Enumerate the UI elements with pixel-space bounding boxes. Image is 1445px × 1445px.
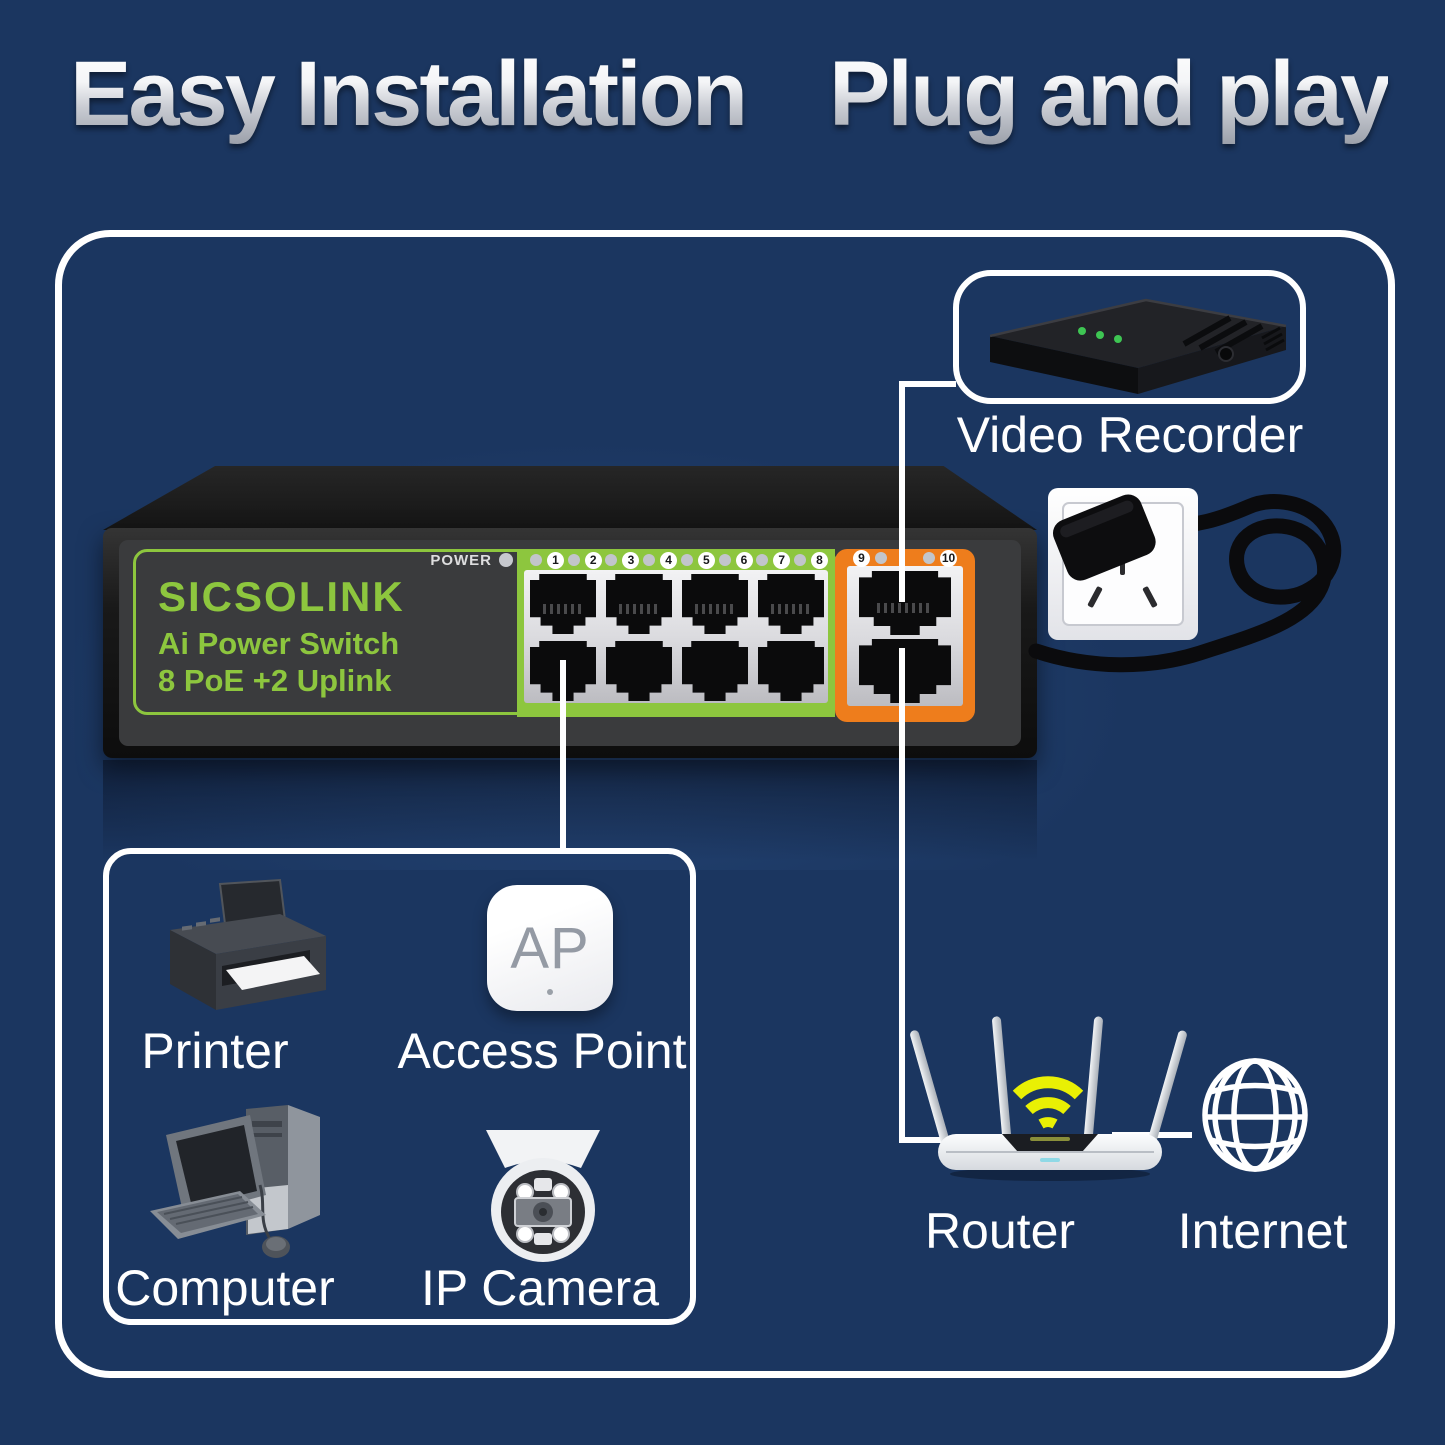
port-led xyxy=(680,554,693,566)
access-point-badge: AP xyxy=(510,915,590,981)
rj45-port xyxy=(606,574,672,634)
port-pins xyxy=(619,604,659,614)
computer-label: Computer xyxy=(115,1260,335,1316)
port-led xyxy=(875,552,887,564)
ip-camera-image xyxy=(486,1130,600,1262)
printer-label: Printer xyxy=(141,1023,289,1079)
power-outlet-and-cable xyxy=(1028,488,1342,673)
computer-image xyxy=(150,1105,320,1258)
connector-port9-recorder-v xyxy=(899,381,905,602)
socket-slot xyxy=(1142,586,1158,608)
power-label: POWER xyxy=(430,552,492,569)
connector-port9-recorder-h xyxy=(899,381,956,387)
port-indicator: 10 xyxy=(923,549,957,567)
port-number: 10 xyxy=(940,549,957,567)
port-indicator: 5 xyxy=(680,551,715,569)
access-point-image: AP xyxy=(487,885,613,1011)
internet-label: Internet xyxy=(1177,1203,1348,1259)
power-cable xyxy=(1028,494,1342,673)
devices-box xyxy=(103,848,696,1325)
port-indicator: 4 xyxy=(643,551,678,569)
connector-port10-router-v xyxy=(899,648,905,1143)
port-indicator: 8 xyxy=(793,551,828,569)
router-label: Router xyxy=(924,1203,1076,1259)
port-number: 7 xyxy=(773,551,791,569)
printer-image xyxy=(170,878,326,1010)
video-recorder-image xyxy=(989,298,1287,394)
power-plug xyxy=(1052,494,1156,581)
port-number: 5 xyxy=(697,551,715,569)
ip-camera-label: IP Camera xyxy=(420,1260,660,1316)
video-recorder-label: Video Recorder xyxy=(956,407,1304,463)
rj45-port xyxy=(606,641,672,701)
port-led xyxy=(718,554,731,566)
port-number: 4 xyxy=(660,551,678,569)
connector-port10-router-h xyxy=(899,1137,943,1143)
port-number: 8 xyxy=(810,551,828,569)
access-point-label: Access Point xyxy=(397,1023,687,1079)
rj45-port xyxy=(758,641,824,701)
port-number: 3 xyxy=(622,551,640,569)
switch-reflection xyxy=(103,760,1037,875)
port-pins xyxy=(877,603,933,614)
access-point-led xyxy=(547,989,553,995)
switch-model-line1: Ai Power Switch xyxy=(158,626,400,661)
rj45-port xyxy=(682,641,748,701)
switch-top-face xyxy=(103,466,1037,530)
port-led xyxy=(567,554,580,566)
port-indicator: 6 xyxy=(718,551,753,569)
port-led xyxy=(793,554,806,566)
port-number: 2 xyxy=(584,551,602,569)
port-indicator: 7 xyxy=(756,551,791,569)
port-indicator: 3 xyxy=(605,551,640,569)
port-indicator: 1 xyxy=(530,551,564,569)
port-number: 9 xyxy=(853,549,870,567)
port-led xyxy=(643,554,656,566)
port-led xyxy=(923,552,935,564)
router-antennas xyxy=(910,1016,1187,1147)
socket-slot xyxy=(1087,586,1103,608)
port-number: 6 xyxy=(735,551,753,569)
switch-model-line2: 8 PoE +2 Uplink xyxy=(158,663,392,698)
wifi-icon xyxy=(1012,1076,1084,1129)
port-led xyxy=(756,554,769,566)
port-indicator: 2 xyxy=(567,551,602,569)
port-indicator: 9 xyxy=(853,549,887,567)
title-left: Easy Installation xyxy=(70,43,748,145)
connector-port1-devices xyxy=(560,660,566,852)
port-pins xyxy=(695,604,735,614)
rj45-port xyxy=(758,574,824,634)
port-pins xyxy=(543,604,583,614)
brand-logo: SICSOLINK xyxy=(158,573,405,620)
title-right: Plug and play xyxy=(829,43,1391,145)
port-led xyxy=(605,554,618,566)
page-title: Easy Installation Plug and play xyxy=(70,42,1410,147)
uplink-led-strip: 9 10 xyxy=(853,549,957,567)
poe-led-strip: 1 2 3 4 5 6 7 8 xyxy=(530,551,828,569)
internet-globe-icon xyxy=(1202,1058,1308,1172)
rj45-uplink-port xyxy=(859,639,951,703)
power-led xyxy=(499,553,513,567)
port-number: 1 xyxy=(547,551,564,569)
port-led xyxy=(530,554,542,566)
rj45-port xyxy=(682,574,748,634)
rj45-uplink-port xyxy=(859,571,951,635)
port-pins xyxy=(771,604,811,614)
rj45-port xyxy=(530,574,596,634)
video-recorder-box xyxy=(953,270,1306,404)
content-frame xyxy=(55,230,1395,1378)
router-image xyxy=(910,1016,1187,1181)
